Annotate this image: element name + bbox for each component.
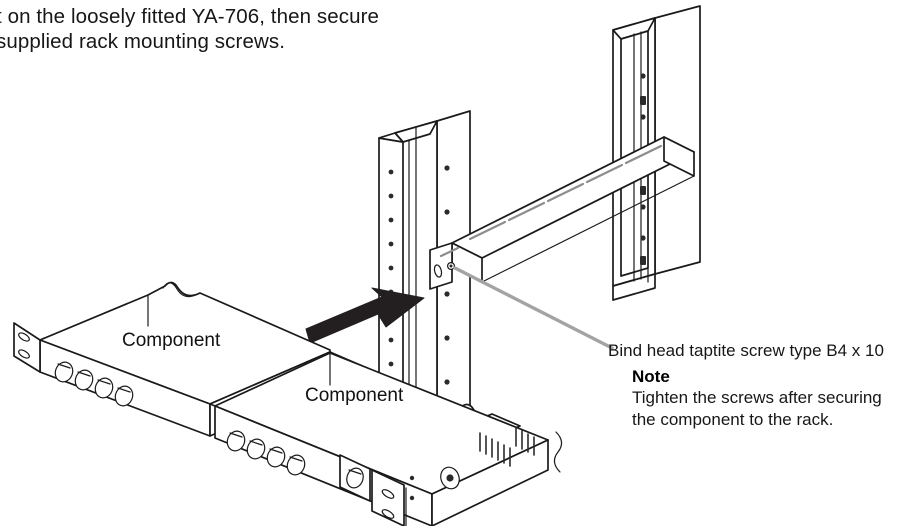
screw-leader-line (453, 266, 614, 350)
component-knobs-upper (54, 361, 134, 407)
component-chassis-lower (209, 351, 563, 526)
instruction-line-1: t on the loosely fitted YA-706, then sec… (0, 5, 380, 28)
instruction-paragraph: t on the loosely fitted YA-706, then sec… (0, 4, 466, 54)
screw-type-label: Bind head taptite screw type B4 x 10 (608, 341, 884, 360)
rack-ear-right (371, 469, 405, 526)
instruction-line-2: supplied rack mounting screws. (0, 30, 285, 53)
insertion-direction-arrow (305, 287, 425, 344)
note-block: Note Tighten the screws after securing t… (632, 366, 901, 431)
rack-ear-left (13, 322, 45, 373)
component-label-upper: Component (122, 330, 221, 351)
note-text-line-1: Tighten the screws after securing (632, 388, 882, 407)
vent-grille (479, 427, 535, 467)
ya-706-mounting-rail (429, 136, 695, 290)
rack-ear-middle (339, 454, 371, 502)
note-heading: Note (632, 367, 670, 386)
component-label-lower: Component (305, 385, 404, 406)
screw-callout-block: Bind head taptite screw type B4 x 10 Not… (608, 340, 901, 431)
component-knobs-lower (226, 430, 306, 476)
note-text-line-2: the component to the rack. (632, 410, 834, 429)
